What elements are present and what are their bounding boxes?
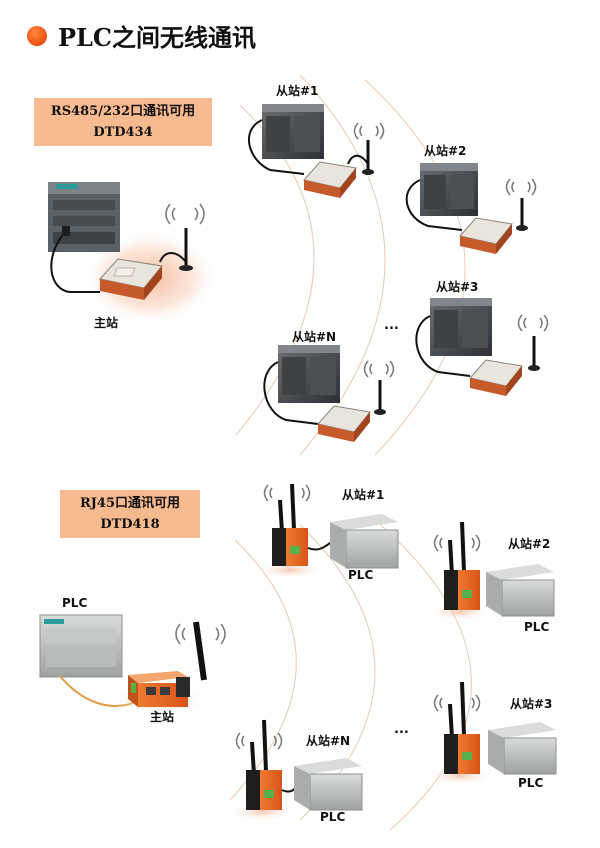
bullet-dot-icon xyxy=(27,26,47,46)
section1-master-label: 主站 xyxy=(94,316,119,330)
section2-slave-n-plc-label: PLC xyxy=(320,810,346,824)
signal-wave-icon xyxy=(165,122,549,378)
radio-modem-icon xyxy=(99,258,163,300)
section2-slave-1-plc-label: PLC xyxy=(348,568,374,582)
section2-master-plc-label: PLC xyxy=(62,596,88,610)
section1-model-text: DTD434 xyxy=(93,125,153,140)
section2-slave-n-label: 从站#N xyxy=(306,734,351,748)
section2-label-box: RJ45口通讯可用 DTD418 xyxy=(60,490,200,538)
section2-slave-1-label: 从站#1 xyxy=(342,488,385,502)
slave-station-2-1 xyxy=(256,483,399,579)
slave-station-n xyxy=(263,345,386,442)
section1-ellipsis: ... xyxy=(384,318,399,333)
section1-slave-3-label: 从站#3 xyxy=(436,280,479,294)
section2-ellipsis: ... xyxy=(394,722,409,737)
section2-interface-text: RJ45口通讯可用 xyxy=(79,496,181,511)
slave-station-2-n xyxy=(228,719,363,821)
slave-station-2-3 xyxy=(426,681,557,785)
slave-station-1 xyxy=(248,104,374,198)
section2-slave-3-plc-label: PLC xyxy=(518,776,544,790)
section2-master-label: 主站 xyxy=(150,710,175,724)
signal-wave-icon xyxy=(175,484,481,750)
section2-slave-3-label: 从站#3 xyxy=(510,697,553,711)
slave-station-3 xyxy=(415,298,540,396)
section2-slave-2-plc-label: PLC xyxy=(524,620,550,634)
section1-slave-2-label: 从站#2 xyxy=(424,144,467,158)
section1-interface-text: RS485/232口通讯可用 xyxy=(50,104,196,119)
section1-label-box: RS485/232口通讯可用 DTD434 xyxy=(34,98,212,146)
section2-slave-2-label: 从站#2 xyxy=(508,537,551,551)
section1-slave-n-label: 从站#N xyxy=(292,330,337,344)
antenna-icon xyxy=(159,228,193,271)
section1-slave-1-label: 从站#1 xyxy=(276,84,319,98)
section2-model-text: DTD418 xyxy=(100,517,160,532)
slave-station-2 xyxy=(405,163,528,254)
slave-station-2-2 xyxy=(426,521,555,621)
page-title: PLC之间无线通讯 xyxy=(58,23,257,52)
router-icon xyxy=(128,671,190,707)
plc-module-icon xyxy=(39,614,123,678)
